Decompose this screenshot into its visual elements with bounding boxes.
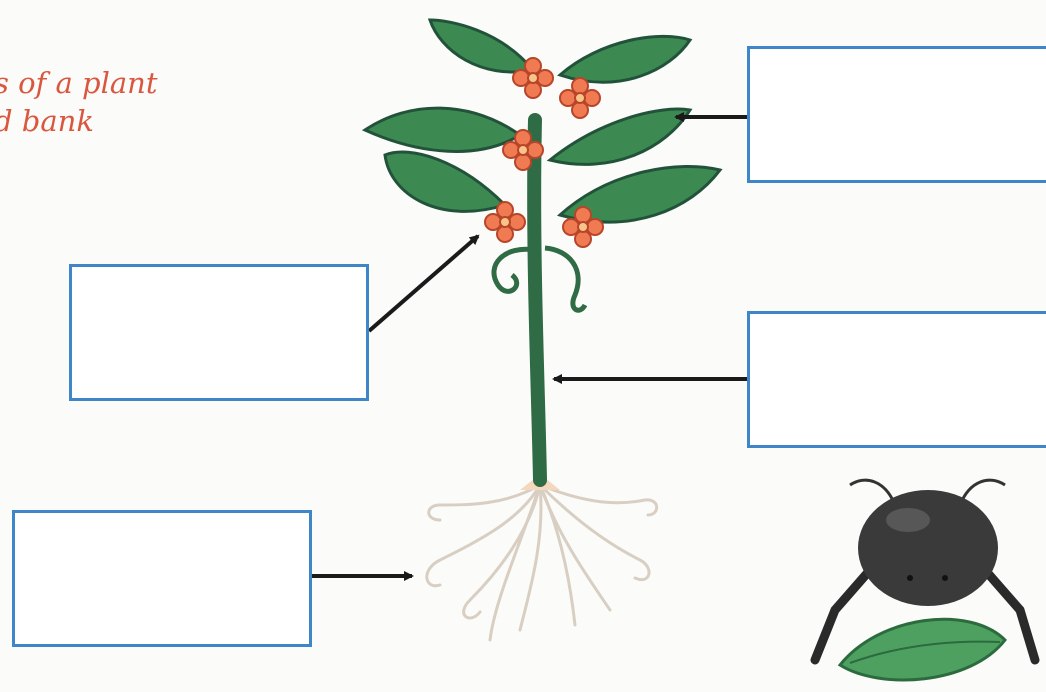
roots — [425, 483, 659, 642]
title-line-2: d bank — [0, 104, 94, 138]
flowers — [484, 57, 604, 248]
arrow-to-leaf — [367, 234, 480, 333]
title-line-1: s of a plant — [0, 66, 158, 100]
leaves — [361, 18, 723, 224]
label-box-root[interactable] — [12, 510, 312, 647]
bug-mascot-icon — [810, 478, 1040, 682]
label-box-flower[interactable] — [747, 46, 1046, 183]
plant-illustration — [361, 18, 723, 642]
page-title: s of a plant d bank — [0, 64, 157, 140]
label-box-stem[interactable] — [747, 311, 1046, 448]
label-box-leaf[interactable] — [69, 264, 369, 401]
